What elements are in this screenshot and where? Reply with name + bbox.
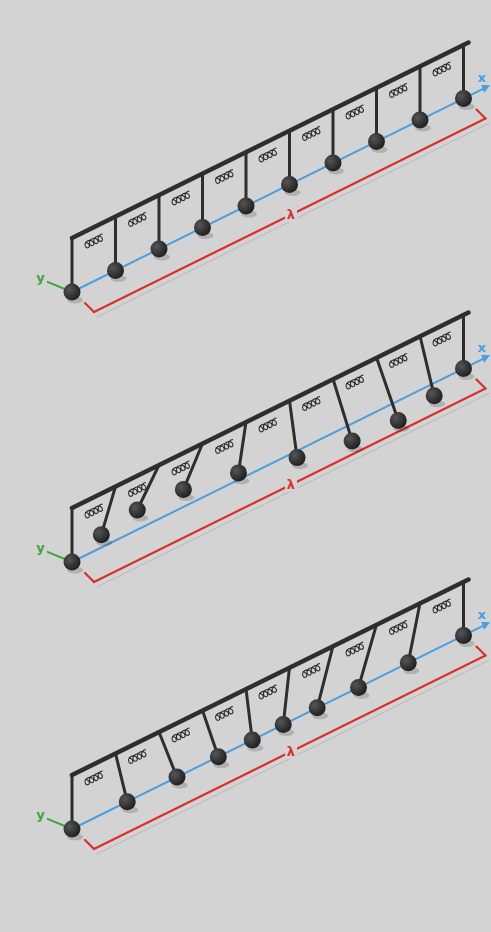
spring-coil bbox=[303, 396, 321, 410]
x-axis-arrow bbox=[481, 355, 490, 363]
bracket-tick bbox=[477, 647, 486, 656]
pendulum-ball bbox=[426, 387, 443, 404]
bracket-shadow bbox=[97, 124, 489, 318]
pendulum-ball bbox=[244, 731, 261, 748]
support-beam bbox=[72, 313, 469, 509]
spring-coil bbox=[216, 169, 234, 183]
spring-coil bbox=[172, 191, 189, 205]
y-axis-label: y bbox=[34, 541, 46, 555]
pendulum-ball bbox=[93, 526, 110, 543]
spring-coil bbox=[259, 685, 277, 699]
pendulum-ball bbox=[129, 502, 146, 519]
x-axis bbox=[72, 626, 483, 829]
x-axis bbox=[72, 359, 483, 562]
spring-coil bbox=[346, 105, 363, 119]
pendulum-ball bbox=[151, 241, 168, 258]
x-axis-label: x bbox=[476, 71, 488, 85]
spring-coil bbox=[303, 126, 321, 140]
pendulum-ball bbox=[350, 679, 367, 696]
spring-coil bbox=[85, 234, 103, 248]
spring-coil bbox=[172, 461, 189, 475]
wavelength-bracket bbox=[94, 389, 486, 583]
spring-coil bbox=[216, 707, 234, 721]
pendulum-rod bbox=[420, 336, 434, 396]
pendulum-ball bbox=[400, 654, 417, 671]
spring-coil bbox=[390, 353, 407, 367]
support-beam bbox=[72, 580, 469, 776]
pendulum-ball bbox=[455, 90, 472, 107]
wavelength-bracket bbox=[94, 119, 486, 313]
pendulum-ball bbox=[281, 176, 298, 193]
bracket-tick bbox=[85, 840, 94, 849]
bracket-tick bbox=[85, 573, 94, 582]
spring-coil bbox=[259, 148, 277, 162]
pendulum-ball bbox=[194, 219, 211, 236]
x-axis-label: x bbox=[476, 341, 488, 355]
bracket-shadow bbox=[97, 394, 489, 588]
pendulum-ball bbox=[455, 627, 472, 644]
wavelength-label: λ bbox=[285, 478, 297, 492]
pendulum-ball bbox=[107, 262, 124, 279]
pendulum-rod bbox=[290, 401, 298, 458]
spring-coil bbox=[433, 599, 450, 613]
x-axis-arrow bbox=[481, 85, 490, 93]
pendulum-ball bbox=[344, 432, 361, 449]
pendulum-ball bbox=[175, 481, 192, 498]
spring-coil bbox=[390, 83, 407, 97]
pendulum-ball bbox=[210, 748, 227, 765]
x-axis bbox=[72, 89, 483, 292]
spring-coil bbox=[259, 418, 277, 432]
y-axis-label: y bbox=[34, 271, 46, 285]
pendulum-rod bbox=[408, 603, 420, 663]
pendulum-rod bbox=[377, 358, 399, 421]
pendulum-ball bbox=[64, 284, 81, 301]
pendulum-ball bbox=[309, 699, 326, 716]
pendulum-ball bbox=[412, 112, 429, 129]
spring-coil bbox=[303, 664, 321, 678]
wavelength-bracket bbox=[94, 656, 486, 850]
wavelength-label: λ bbox=[285, 208, 297, 222]
spring-coil bbox=[172, 728, 189, 742]
bracket-tick bbox=[477, 110, 486, 119]
support-beam bbox=[72, 43, 469, 239]
bracket-tick bbox=[477, 380, 486, 389]
spring-coil bbox=[129, 212, 146, 226]
spring-coil bbox=[216, 439, 234, 453]
pendulum-ball bbox=[230, 464, 247, 481]
wavelength-label: λ bbox=[285, 745, 297, 759]
spring-coil bbox=[346, 642, 363, 656]
spring-coil bbox=[433, 332, 450, 346]
pendulum-ball bbox=[238, 198, 255, 215]
pendulum-ball bbox=[168, 769, 185, 786]
pendulum-rod bbox=[317, 646, 333, 708]
spring-coil bbox=[390, 621, 407, 635]
pendulum-ball bbox=[368, 133, 385, 150]
spring-coil bbox=[85, 771, 103, 785]
pendulum-rod bbox=[283, 668, 289, 725]
pendulum-ball bbox=[289, 449, 306, 466]
pendulum-ball bbox=[390, 412, 407, 429]
pendulum-ball bbox=[455, 360, 472, 377]
y-axis-label: y bbox=[34, 808, 46, 822]
x-axis-arrow bbox=[481, 622, 490, 630]
pendulum-ball bbox=[325, 155, 342, 172]
pendulum-ball bbox=[64, 821, 81, 838]
pendulum-rod bbox=[333, 379, 352, 441]
pendulum-ball bbox=[119, 793, 136, 810]
spring-coil bbox=[129, 750, 146, 764]
pendulum-ball bbox=[64, 554, 81, 571]
x-axis-label: x bbox=[476, 608, 488, 622]
spring-coil bbox=[85, 504, 103, 518]
spring-coil bbox=[346, 375, 363, 389]
pendulum-rod bbox=[359, 625, 377, 688]
spring-coil bbox=[433, 62, 450, 76]
bracket-tick bbox=[85, 303, 94, 312]
pendulum-ball bbox=[275, 716, 292, 733]
bracket-shadow bbox=[97, 661, 489, 855]
